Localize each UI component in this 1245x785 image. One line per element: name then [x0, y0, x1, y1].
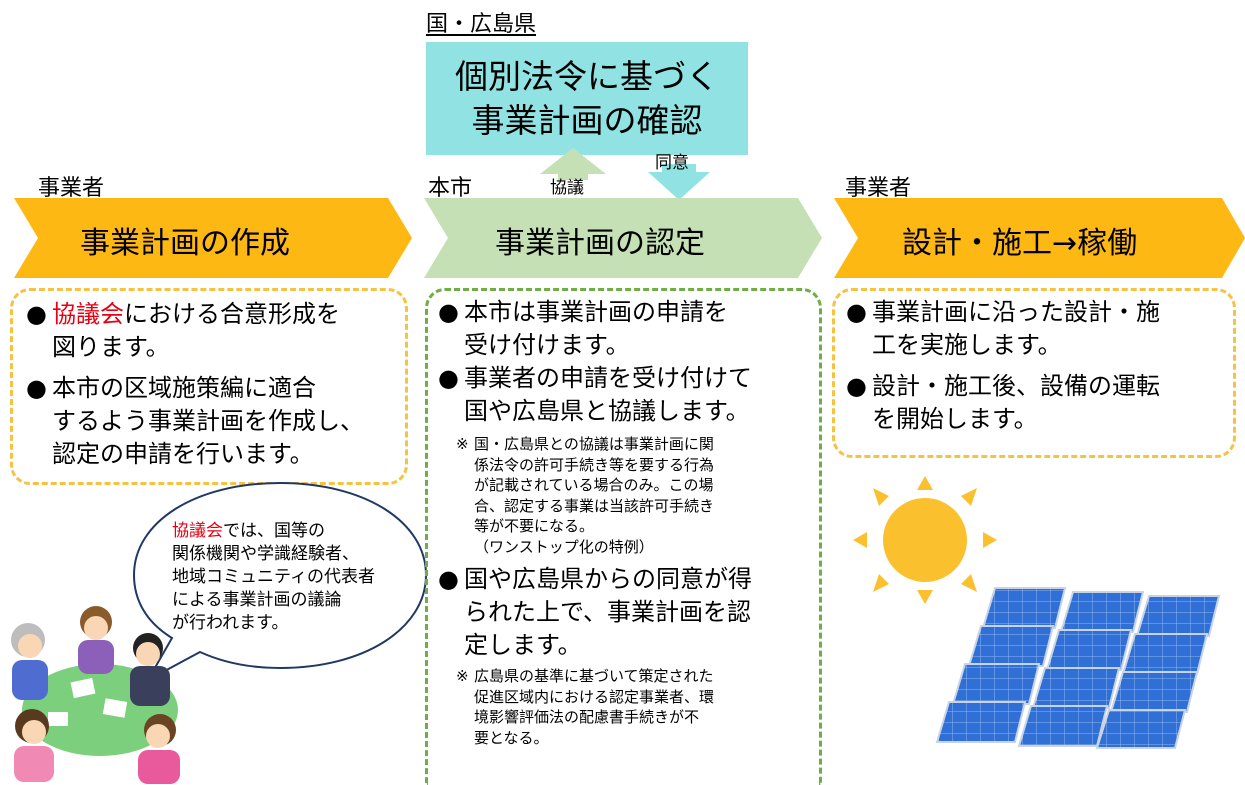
chevron-stage-1 [14, 198, 412, 278]
stage-2-bullets: ●本市は事業計画の申請を 受け付けます。 ●事業者の申請を受け付けて 国や広島県… [438, 296, 816, 748]
actor-label-1: 事業者 [38, 176, 105, 201]
stage-1-description-box [10, 288, 408, 485]
plan-confirmation-line2: 事業計画の確認 [471, 100, 703, 140]
stage-2-bullet-3: ●国や広島県からの同意が得 られた上で、事業計画を認 定します。 [438, 565, 752, 659]
stage-2-title: 事業計画の認定 [495, 226, 705, 261]
process-chevrons [14, 198, 1245, 278]
authority-label: 国・広島県 [426, 12, 537, 37]
stage-2-note-2: ※広島県の基準に基づいて策定された 促進区域内における認定事業者、環 境影響評価… [456, 667, 715, 747]
consultation-label: 協議 [550, 178, 584, 198]
actor-label-2: 本市 [428, 176, 473, 201]
stage-1-bullet-2: ●本市の区域施策編に適合 するよう事業計画を作成し、 認定の申請を行います。 [26, 374, 364, 468]
chevron-stage-2 [424, 198, 822, 278]
meeting-people-illustration [11, 606, 180, 784]
arrow-down-icon [648, 164, 710, 200]
sun-icon [853, 476, 997, 604]
stage-3-bullet-1: ●事業計画に沿った設計・施 工を実施します。 [846, 298, 1160, 359]
stage-2-bullet-1: ●本市は事業計画の申請を 受け付けます。 [438, 298, 728, 359]
chevron-stage-3 [834, 198, 1245, 278]
stage-1-bullets: ●協議会における合意形成を 図ります。 ●本市の区域施策編に適合 するよう事業計… [26, 298, 398, 471]
stage-3-bullets: ●事業計画に沿った設計・施 工を実施します。 ●設計・施工後、設備の運転 を開始… [846, 296, 1226, 436]
council-highlight: 協議会 [52, 300, 124, 328]
stage-3-bullet-2: ●設計・施工後、設備の運転 を開始します。 [846, 372, 1160, 433]
consent-label: 同意 [655, 153, 689, 173]
stage-1-title: 事業計画の作成 [80, 226, 290, 261]
speech-bubble-shape [132, 481, 428, 683]
stage-2-bullet-2: ●事業者の申請を受け付けて 国や広島県と協議します。 [438, 364, 752, 425]
actor-label-3: 事業者 [845, 176, 912, 201]
plan-confirmation-box: 個別法令に基づく 事業計画の確認 [426, 42, 748, 155]
speech-bubble-text: 協議会では、国等の 関係機関や学識経験者、 地域コミュニティの代表者 による事業… [172, 521, 375, 633]
arrow-up-icon [540, 148, 606, 180]
stage-1-bullet-1: ●協議会における合意形成を 図ります。 [26, 300, 340, 361]
stage-2-note-1: ※国・広島県との協議は事業計画に関 係法令の許可手続き等を要する行為 が記載され… [456, 435, 715, 556]
solar-panel-array-illustration [935, 587, 1221, 749]
stage-2-description-box [425, 288, 822, 785]
plan-confirmation-line1: 個別法令に基づく [455, 56, 719, 96]
stage-3-title: 設計・施工→稼働 [902, 226, 1138, 261]
stage-3-description-box [832, 288, 1236, 458]
